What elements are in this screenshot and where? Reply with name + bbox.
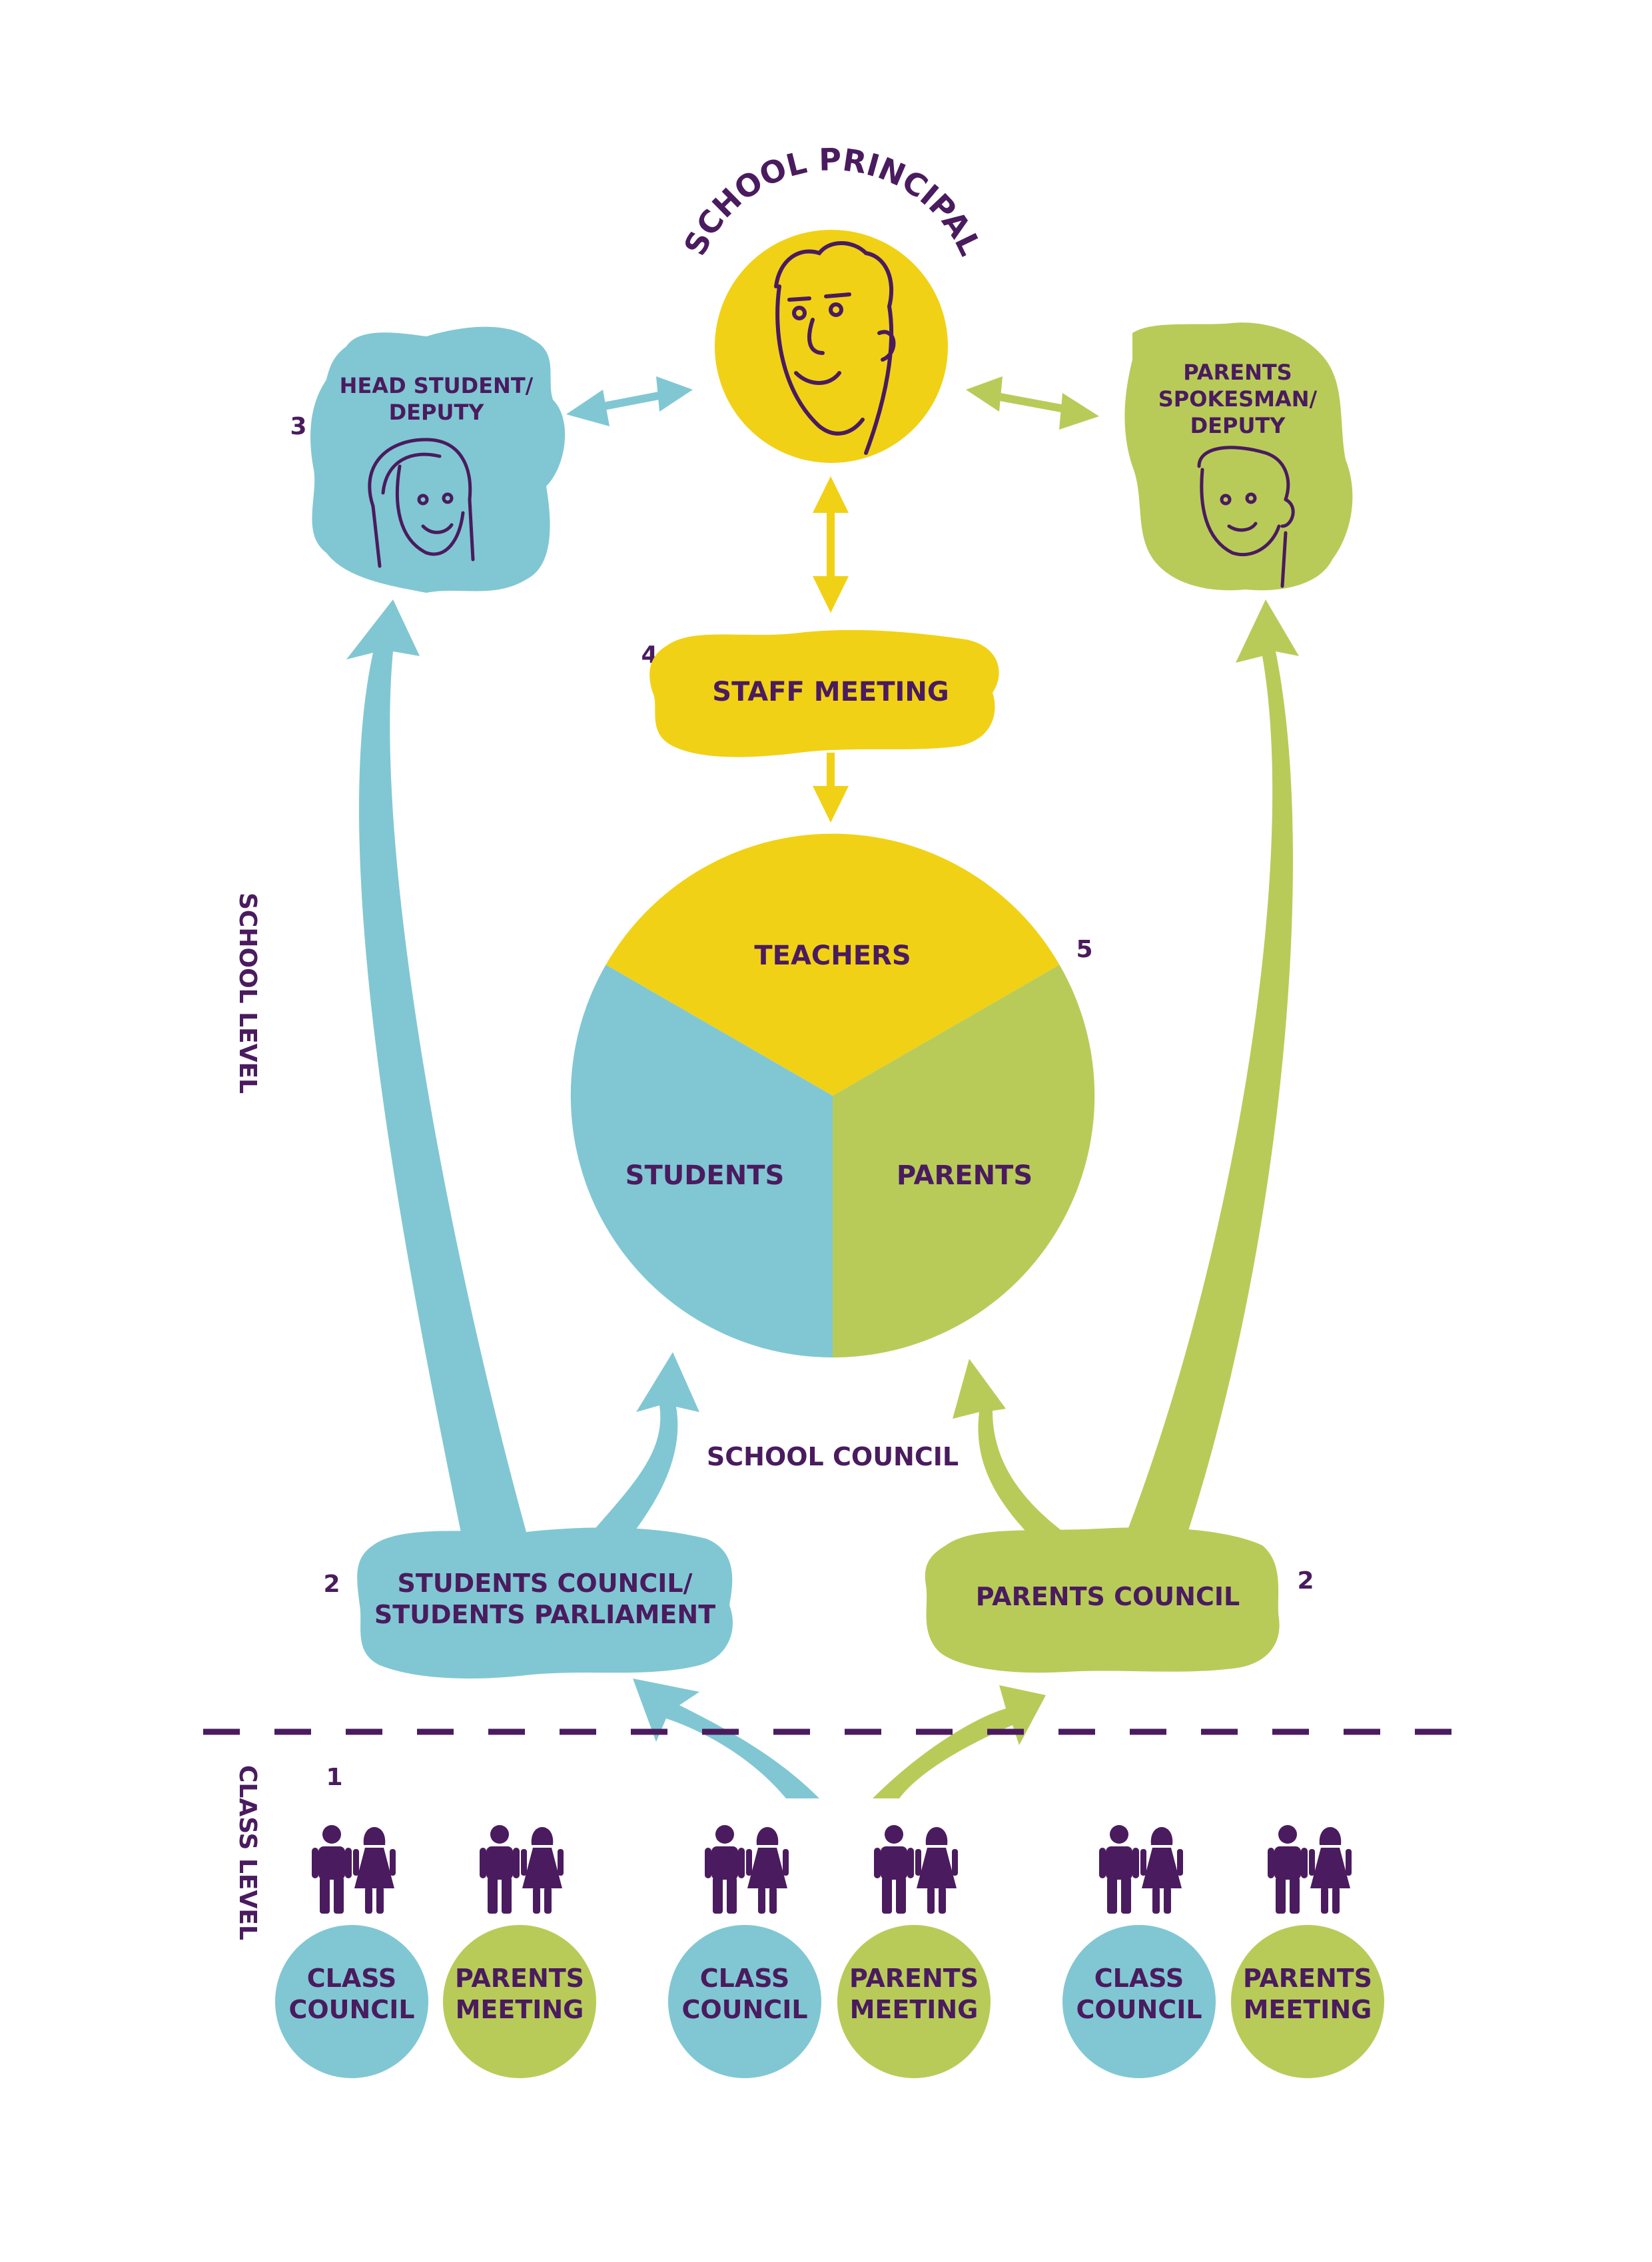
class-council-circle xyxy=(1062,1925,1216,2078)
class-council-circle xyxy=(668,1925,821,2078)
class-council-line2: COUNCIL xyxy=(288,1995,414,2024)
students-council-line2: STUDENTS PARLIAMENT xyxy=(374,1600,715,1629)
pie-slice-students xyxy=(570,964,833,1357)
class-council-line1: CLASS xyxy=(307,1964,397,1993)
arrow-staff-to-council xyxy=(813,753,849,823)
head-student-line1: HEAD STUDENT/ xyxy=(340,373,534,398)
parents-meeting-line2: MEETING xyxy=(456,1995,584,2024)
class-level-label: CLASS LEVEL xyxy=(234,1765,261,1940)
parents-spokesman-line3: DEPUTY xyxy=(1190,413,1286,438)
parents-spokesman-line2: SPOKESMAN/ xyxy=(1158,386,1318,412)
students-council-blob xyxy=(357,1527,733,1679)
pie-label-teachers: TEACHERS xyxy=(754,941,911,971)
school-council-caption: SCHOOL COUNCIL xyxy=(707,1442,959,1471)
class-council-line1: CLASS xyxy=(1094,1964,1184,1993)
class-council-line2: COUNCIL xyxy=(681,1995,807,2024)
class-council-line2: COUNCIL xyxy=(1076,1995,1202,2024)
woman-icon xyxy=(915,1827,958,1914)
parents-spokesman-blob xyxy=(1124,322,1353,591)
double-arrow-head-student-principal xyxy=(566,376,693,426)
double-arrow-principal-staff xyxy=(813,476,849,613)
class-group-2: CLASS COUNCIL PARENTS MEETING xyxy=(668,1925,991,2078)
parents-council-blob xyxy=(925,1527,1280,1673)
arrow-class-to-parents-council xyxy=(873,1685,1046,1798)
man-icon xyxy=(312,1825,352,1914)
head-student-number: 3 xyxy=(290,413,306,440)
woman-icon xyxy=(1309,1827,1352,1914)
class-group-1: CLASS COUNCIL PARENTS MEETING xyxy=(275,1925,596,2078)
pie-slice-teachers xyxy=(606,833,1060,1096)
man-icon xyxy=(705,1825,745,1914)
parents-council-number: 2 xyxy=(1297,1567,1314,1595)
parents-meeting-circle xyxy=(1231,1925,1384,2078)
principal-circle xyxy=(715,230,948,463)
class-council-circle xyxy=(275,1925,428,2078)
parents-meeting-circle xyxy=(837,1925,991,2078)
class-group-3: CLASS COUNCIL PARENTS MEETING xyxy=(1062,1925,1384,2078)
pie-label-parents: PARENTS xyxy=(897,1160,1032,1191)
parents-meeting-line1: PARENTS xyxy=(1243,1964,1372,1993)
man-icon xyxy=(874,1825,914,1914)
parents-meeting-line1: PARENTS xyxy=(455,1964,584,1993)
woman-icon xyxy=(521,1827,564,1914)
school-council-number: 5 xyxy=(1076,936,1092,963)
arrow-parents-council-to-spokesman xyxy=(1119,599,1299,1559)
arrow-class-to-students-council xyxy=(633,1679,819,1798)
parents-spokesman-line1: PARENTS xyxy=(1183,360,1292,385)
parents-meeting-line2: MEETING xyxy=(1244,1995,1372,2024)
woman-icon xyxy=(353,1827,396,1914)
man-icon xyxy=(1268,1825,1308,1914)
parents-spokesman-face-icon xyxy=(1197,446,1295,588)
pie-label-students: STUDENTS xyxy=(625,1160,785,1191)
school-council-pie xyxy=(570,833,1095,1357)
head-student-face-icon xyxy=(368,438,475,568)
double-arrow-principal-spokesman xyxy=(966,376,1099,430)
class-level-number: 1 xyxy=(326,1764,342,1791)
people-icons xyxy=(312,1825,1352,1914)
arrow-parents-council-to-school-council xyxy=(953,1359,1072,1545)
man-icon xyxy=(1099,1825,1139,1914)
class-council-line1: CLASS xyxy=(700,1964,790,1993)
arrow-students-council-to-head-student xyxy=(346,599,526,1559)
parents-meeting-line1: PARENTS xyxy=(849,1964,979,1993)
staff-meeting-blob xyxy=(649,629,999,757)
staff-meeting-label: STAFF MEETING xyxy=(712,677,949,707)
parents-meeting-circle xyxy=(443,1925,596,2078)
school-level-label: SCHOOL LEVEL xyxy=(234,893,261,1094)
parents-council-label: PARENTS COUNCIL xyxy=(976,1582,1240,1611)
head-student-line2: DEPUTY xyxy=(389,400,485,425)
students-council-number: 2 xyxy=(323,1571,340,1598)
principal-face-icon xyxy=(774,241,896,455)
students-council-line1: STUDENTS COUNCIL/ xyxy=(398,1569,693,1598)
parents-meeting-line2: MEETING xyxy=(850,1995,979,2024)
woman-icon xyxy=(1140,1827,1183,1914)
woman-icon xyxy=(746,1827,789,1914)
man-icon xyxy=(480,1825,520,1914)
arrow-students-council-to-school-council xyxy=(586,1352,699,1559)
pie-slice-parents xyxy=(833,964,1095,1357)
